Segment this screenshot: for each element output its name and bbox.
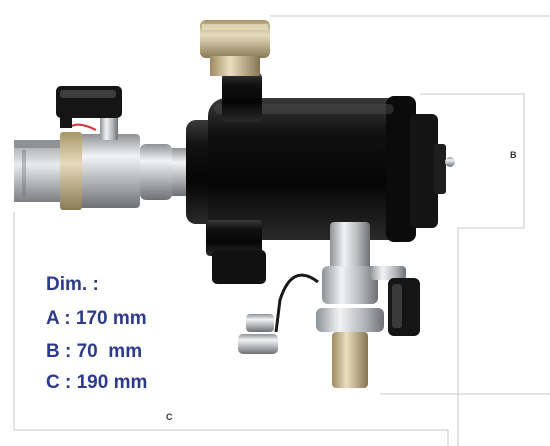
clamp-parts bbox=[238, 314, 278, 354]
dimension-lines bbox=[13, 15, 550, 446]
top-brass-fitting bbox=[200, 20, 270, 76]
dimension-a: A : 170 mm bbox=[46, 308, 147, 329]
label-c: C bbox=[166, 412, 173, 422]
bottom-ball-valve bbox=[274, 222, 420, 388]
label-b: B bbox=[510, 150, 517, 160]
dimension-c: C : 190 mm bbox=[46, 372, 148, 393]
left-ball-valve bbox=[56, 86, 186, 210]
filter-body bbox=[186, 72, 455, 284]
dimension-b: B : 70 mm bbox=[46, 341, 143, 362]
dimension-heading: Dim. : bbox=[46, 274, 99, 295]
